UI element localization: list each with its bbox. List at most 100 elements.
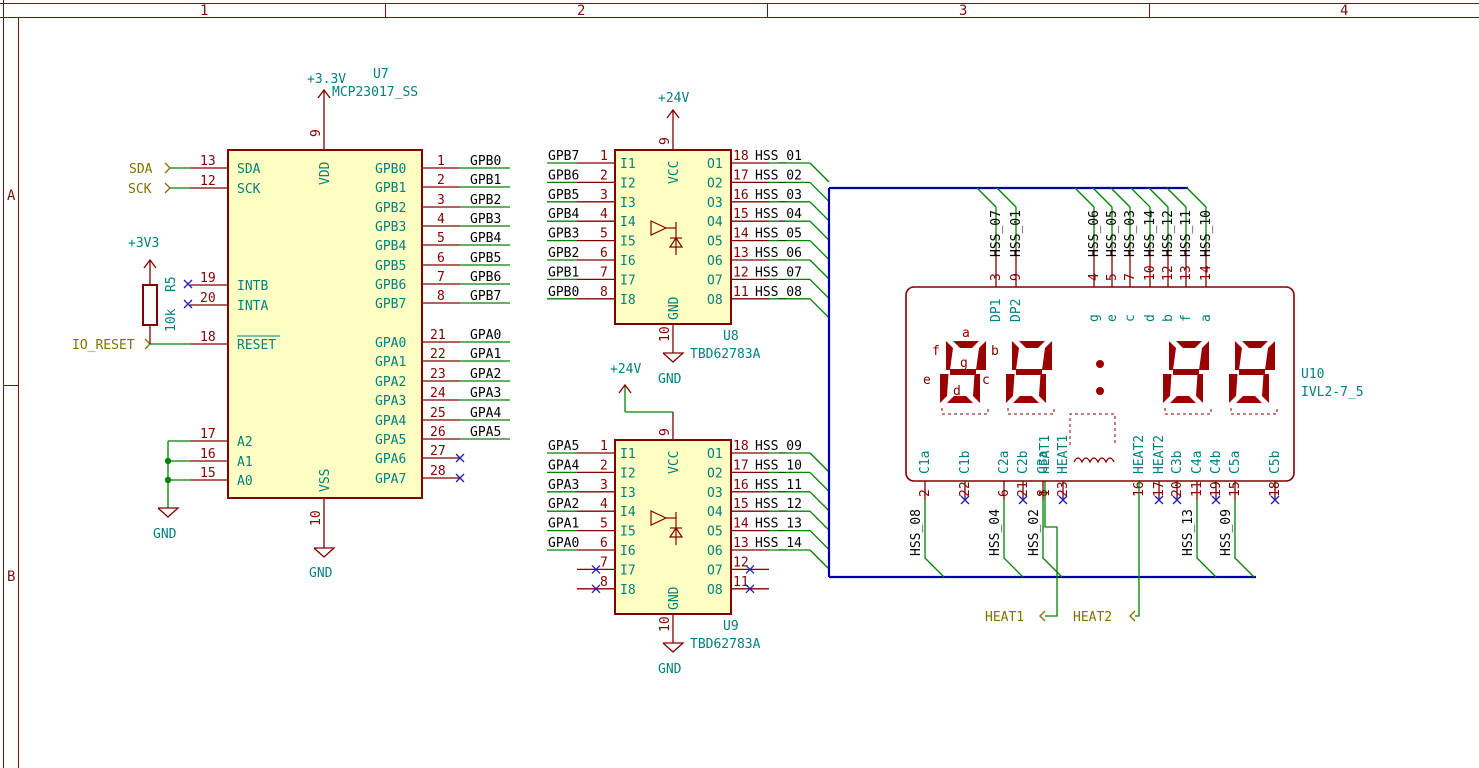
net-label-bottom-hss_13[interactable]: HSS_13 [1181,509,1196,556]
r5-resistor[interactable]: +3V3 R5 10k [128,236,179,344]
net-label-gpa1[interactable]: GPA1 [548,517,579,532]
u9-nc-o8 [745,584,755,594]
net-label-hss_12[interactable]: HSS_12 [755,497,802,512]
net-label-gpb6[interactable]: GPB6 [470,270,501,285]
net-label-hss_14[interactable]: HSS_14 [755,536,802,551]
net-label-gpa5[interactable]: GPA5 [548,439,579,454]
hss-bus[interactable] [827,186,1256,579]
net-label-bottom-hss_09[interactable]: HSS_09 [1219,509,1234,556]
sda-global-label[interactable]: SDA [129,162,153,177]
net-label-gpa4[interactable]: GPA4 [548,458,579,473]
u9-pin-num-13: 13 [733,536,749,551]
u9-power-24v: +24V [610,362,641,377]
net-label-hss_08[interactable]: HSS_08 [755,285,802,300]
u8-pin-name-i8: I8 [620,293,636,308]
u7-pin-name-gpa5: GPA5 [375,433,406,448]
u8-tbd62783a[interactable]: U8 TBD62783A +24V 9 VCC GND 10 GND 1I1GP… [547,91,830,387]
net-label-hss_02[interactable]: HSS_02 [755,168,802,183]
u10-nc-23-b [1058,495,1068,505]
net-label-gpb1[interactable]: GPB1 [548,265,579,280]
net-label-gpa2[interactable]: GPA2 [470,367,501,382]
net-label-gpb1[interactable]: GPB1 [470,173,501,188]
net-label-gpb2[interactable]: GPB2 [470,193,501,208]
net-label-gpb7[interactable]: GPB7 [548,149,579,164]
net-label-hss_03[interactable]: HSS_03 [755,188,802,203]
net-label-hss_11[interactable]: HSS_11 [755,478,802,493]
net-label-top-hss_14[interactable]: HSS_14 [1143,210,1158,257]
net-label-top-hss_07[interactable]: HSS_07 [989,210,1004,257]
junction-a1 [164,457,172,465]
net-label-top-hss_12[interactable]: HSS_12 [1161,210,1176,257]
net-label-top-hss_11[interactable]: HSS_11 [1179,210,1194,257]
u8-pin-num-11: 11 [733,285,749,300]
u10-nc-18 [1270,495,1280,505]
net-label-bottom-hss_08[interactable]: HSS_08 [909,509,924,556]
net-label-hss_05[interactable]: HSS_05 [755,227,802,242]
u10-ref: U10 [1301,367,1324,382]
net-label-gpa0[interactable]: GPA0 [548,536,579,551]
u7-mcp23017[interactable]: U7 MCP23017_SS +3.3V 9 VDD GND 10 VSS 13… [190,67,510,581]
frame-col-1: 1 [200,3,208,19]
net-label-top-hss_10[interactable]: HSS_10 [1199,210,1214,257]
net-label-gpa3[interactable]: GPA3 [470,386,501,401]
net-label-top-hss_05[interactable]: HSS_05 [1105,210,1120,257]
net-label-gpb5[interactable]: GPB5 [470,251,501,266]
net-label-gpb4[interactable]: GPB4 [470,231,501,246]
net-label-hss_06[interactable]: HSS_06 [755,246,802,261]
u7-pin-name-reset: RESET [237,338,276,353]
u10-pin-name-c: c [1123,314,1138,322]
segment-letter-b: b [991,344,999,359]
net-label-top-hss_03[interactable]: HSS_03 [1123,210,1138,257]
net-label-hss_13[interactable]: HSS_13 [755,517,802,532]
u8-pin-num-18: 18 [733,149,749,164]
heat1-global-label[interactable]: HEAT1 [985,610,1024,625]
net-label-hss_04[interactable]: HSS_04 [755,207,802,222]
net-label-gpb5[interactable]: GPB5 [548,188,579,203]
net-label-gpb6[interactable]: GPB6 [548,168,579,183]
u9-tbd62783a[interactable]: U9 TBD62783A +24V 9 VCC GND 10 GND 1I1GP… [547,362,830,677]
net-label-gpb4[interactable]: GPB4 [548,207,579,222]
net-label-gpb7[interactable]: GPB7 [470,289,501,304]
net-label-hss_10[interactable]: HSS_10 [755,458,802,473]
u10-nc-19 [1211,495,1221,505]
net-label-gpa5[interactable]: GPA5 [470,425,501,440]
net-label-gpa1[interactable]: GPA1 [470,347,501,362]
u7-nc-gpa7 [455,473,465,483]
u10-value: IVL2-7_5 [1301,385,1364,400]
u7-nc-gpa6-b [455,453,465,463]
net-label-gpb3[interactable]: GPB3 [548,227,579,242]
net-label-bottom-hss_02[interactable]: HSS_02 [1027,509,1042,556]
net-label-gpa2[interactable]: GPA2 [548,497,579,512]
u7-vss-name: VSS [318,469,333,492]
net-label-top-hss_01[interactable]: HSS_01 [1009,210,1024,257]
u7-pin-num-2: 2 [437,173,445,188]
u7-pin-num-24: 24 [430,386,446,401]
io-reset-global-label[interactable]: IO_RESET [72,338,135,353]
u9-gnd-bottom: GND [658,662,682,677]
net-label-hss_01[interactable]: HSS_01 [755,149,802,164]
heater-grid [1069,413,1116,445]
net-label-gpb0[interactable]: GPB0 [470,154,501,169]
net-label-top-hss_06[interactable]: HSS_06 [1087,210,1102,257]
bus-entry-top-hss_12 [1148,187,1169,208]
digit-3-segment-b [1199,341,1209,370]
net-label-gpb2[interactable]: GPB2 [548,246,579,261]
heat2-global-label[interactable]: HEAT2 [1073,610,1112,625]
net-label-hss_09[interactable]: HSS_09 [755,439,802,454]
frame-col-3: 3 [959,3,967,19]
net-label-gpa3[interactable]: GPA3 [548,478,579,493]
net-label-gpa4[interactable]: GPA4 [470,406,501,421]
sck-global-label[interactable]: SCK [128,182,152,197]
u7-pin-name-gpb6: GPB6 [375,278,406,293]
u10-pin-name-f: f [1179,314,1194,322]
u8-vcc-name: VCC [667,161,682,184]
net-label-gpb3[interactable]: GPB3 [470,212,501,227]
net-label-gpb0[interactable]: GPB0 [548,285,579,300]
net-label-gpa0[interactable]: GPA0 [470,328,501,343]
u9-pin-num-1: 1 [600,439,608,454]
net-label-bottom-hss_04[interactable]: HSS_04 [988,509,1003,556]
net-label-hss_07[interactable]: HSS_07 [755,265,802,280]
colon-dot-top [1096,360,1104,368]
u9-pin-name-o4: O4 [707,505,723,520]
